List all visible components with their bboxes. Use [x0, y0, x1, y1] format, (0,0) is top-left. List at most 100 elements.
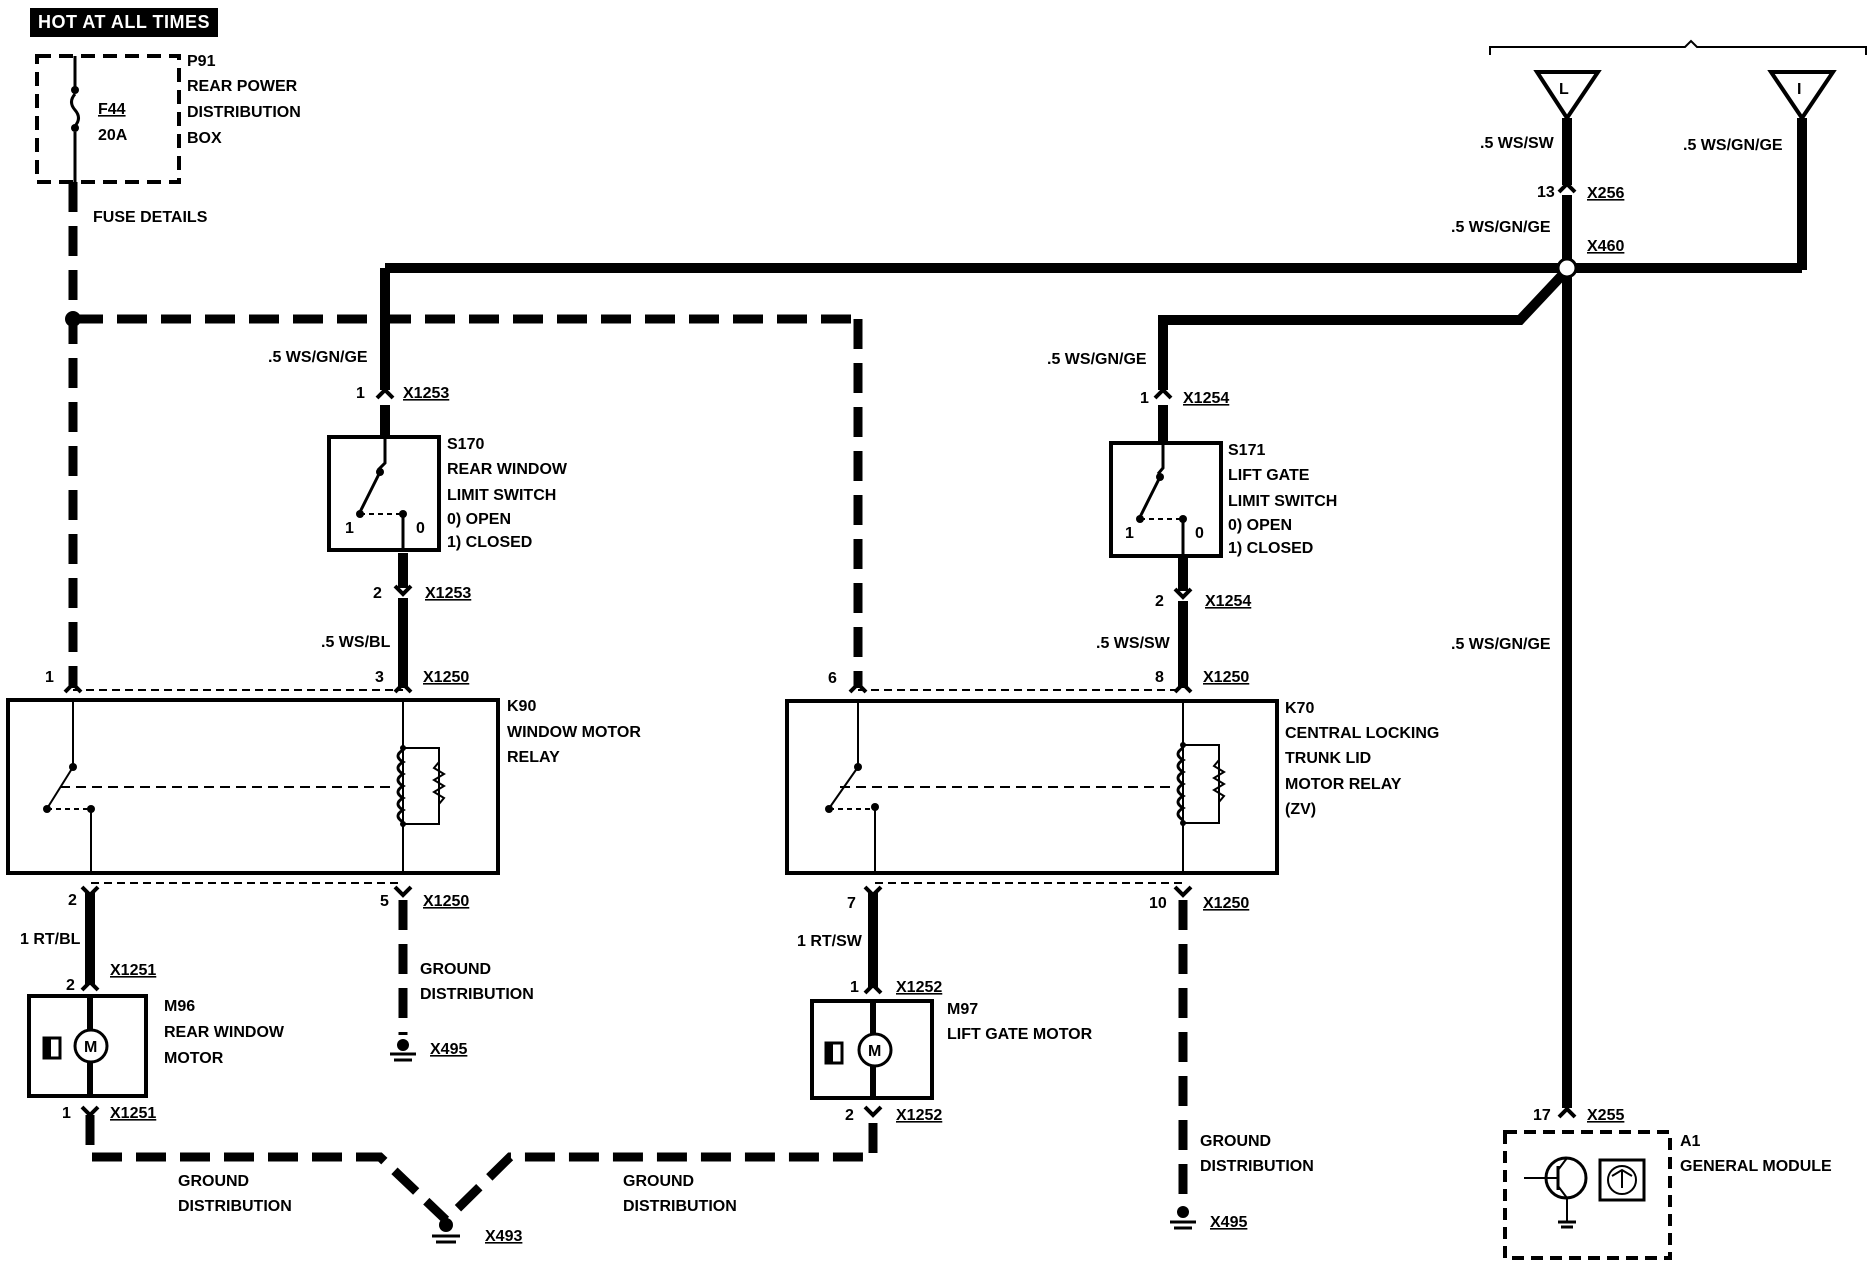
- s170-id: S170: [447, 436, 484, 453]
- general-module-a1: A1 GENERAL MODULE: [1503, 1130, 1832, 1260]
- connector-x1250-k70-top: X1250: [1203, 669, 1249, 686]
- pin-8-k70: 8: [1155, 669, 1164, 686]
- ground-dist-label-1a: GROUND: [420, 961, 491, 978]
- connector-x1250-k70-bottom: X1250: [1203, 895, 1249, 912]
- splice-x460: [1556, 257, 1578, 279]
- fuse-box-label-3: BOX: [187, 130, 222, 147]
- fuse-icon: [70, 93, 80, 127]
- wire-label-ws-bl: .5 WS/BL: [321, 634, 391, 651]
- wire-label-ws-sw: .5 WS/SW: [1096, 635, 1171, 652]
- pin-2-x1253: 2: [373, 585, 382, 602]
- terminal-i: I: [1767, 70, 1837, 122]
- connector-x495-right: X495: [1210, 1214, 1247, 1231]
- pin-13: 13: [1537, 184, 1555, 201]
- connector-x1252-bottom: X1252: [896, 1107, 942, 1124]
- ground-dist-label-2a: GROUND: [1200, 1133, 1271, 1150]
- m96-label-1: REAR WINDOW: [164, 1024, 285, 1041]
- fuse-box-id: P91: [187, 53, 216, 70]
- fused-power-wiring: [68, 182, 863, 688]
- rear-window-limit-switch-s170: 1 0 S170 REAR WINDOW LIMIT SWITCH 0) OPE…: [327, 435, 568, 552]
- ground-dist-label-4a: GROUND: [623, 1173, 694, 1190]
- lift-gate-limit-switch-s171: 1 0 S171 LIFT GATE LIMIT SWITCH 0) OPEN …: [1109, 441, 1337, 558]
- fuse-id: F44: [98, 101, 126, 118]
- s171-label-1: LIFT GATE: [1228, 467, 1310, 484]
- lift-gate-motor-m97: M M97 LIFT GATE MOTOR: [810, 999, 1093, 1100]
- s170-state-closed: 1) CLOSED: [447, 534, 532, 551]
- m96-id: M96: [164, 998, 195, 1015]
- pin-17: 17: [1533, 1107, 1551, 1124]
- relay-coil-icon: [1176, 746, 1186, 822]
- k70-label-2: TRUNK LID: [1285, 750, 1371, 767]
- connector-x1251-top: X1251: [110, 962, 156, 979]
- ground-dist-label-2b: DISTRIBUTION: [1200, 1158, 1314, 1175]
- switch-pin-0: 0: [416, 520, 425, 537]
- central-locking-relay-k70: K70 CENTRAL LOCKING TRUNK LID MOTOR RELA…: [785, 689, 1439, 884]
- connector-x1252-top: X1252: [896, 979, 942, 996]
- fuse-box-label-1: REAR POWER: [187, 78, 298, 95]
- pin-5-k90: 5: [380, 893, 389, 910]
- pin-2-x1254: 2: [1155, 593, 1164, 610]
- ground-icon-x495-left: [390, 1039, 416, 1062]
- terminal-i-label: I: [1797, 81, 1801, 98]
- connector-x1251-bottom: X1251: [110, 1105, 156, 1122]
- motor-symbol: M: [84, 1039, 97, 1056]
- pin-3-k90: 3: [375, 669, 384, 686]
- connector-x495-left: X495: [430, 1041, 467, 1058]
- fuse-box-p91: F44 20A P91 REAR POWER DISTRIBUTION BOX …: [35, 53, 301, 226]
- s170-label-2: LIMIT SWITCH: [447, 487, 556, 504]
- m97-label-1: LIFT GATE MOTOR: [947, 1026, 1093, 1043]
- wire-label-rt-bl: 1 RT/BL: [20, 931, 81, 948]
- pin-2-x1252: 2: [845, 1107, 854, 1124]
- rear-window-motor-m96: M M96 REAR WINDOW MOTOR: [27, 994, 285, 1098]
- ground-dist-label-1b: DISTRIBUTION: [420, 986, 534, 1003]
- fuse-box-label-2: DISTRIBUTION: [187, 104, 301, 121]
- pin-1-x1252: 1: [850, 979, 859, 996]
- k90-id: K90: [507, 698, 536, 715]
- module-icon: [1598, 1158, 1646, 1202]
- connector-x1254-top: X1254: [1183, 390, 1229, 407]
- terminal-l: L: [1533, 70, 1602, 122]
- a1-id: A1: [1680, 1133, 1701, 1150]
- connector-x1253-bottom: X1253: [425, 585, 471, 602]
- s170-label-1: REAR WINDOW: [447, 461, 568, 478]
- pin-7-k70: 7: [847, 895, 856, 912]
- k70-label-1: CENTRAL LOCKING: [1285, 725, 1439, 742]
- ground-dist-label-4b: DISTRIBUTION: [623, 1198, 737, 1215]
- ground-icon-x495-right: [1170, 1206, 1196, 1230]
- k90-label-1: WINDOW MOTOR: [507, 724, 641, 741]
- s171-label-2: LIMIT SWITCH: [1228, 493, 1337, 510]
- wire-label-ws-gn-ge-right: .5 WS/GN/GE: [1683, 137, 1783, 154]
- connector-x460: X460: [1587, 238, 1624, 255]
- switch-pin-1: 1: [1125, 525, 1134, 542]
- wire-label-ws-gn-ge-s171: .5 WS/GN/GE: [1047, 351, 1147, 368]
- a1-label-1: GENERAL MODULE: [1680, 1158, 1832, 1175]
- relay-coil-icon: [396, 748, 406, 824]
- pin-10-k70: 10: [1149, 895, 1167, 912]
- k70-id: K70: [1285, 700, 1314, 717]
- pin-1-k90: 1: [45, 669, 54, 686]
- fuse-rating: 20A: [98, 127, 128, 144]
- k70-label-3: MOTOR RELAY: [1285, 776, 1402, 793]
- connector-x255: X255: [1587, 1107, 1624, 1124]
- m96-label-2: MOTOR: [164, 1050, 224, 1067]
- connector-x1254-bottom: X1254: [1205, 593, 1251, 610]
- s171-state-closed: 1) CLOSED: [1228, 540, 1313, 557]
- fuse-details-label: FUSE DETAILS: [93, 209, 208, 226]
- ground-wiring: [85, 900, 1188, 1227]
- ground-dist-label-3a: GROUND: [178, 1173, 249, 1190]
- connector-x1253-top: X1253: [403, 385, 449, 402]
- pin-6-k70: 6: [828, 670, 837, 687]
- connector-x256: X256: [1587, 185, 1624, 202]
- m97-id: M97: [947, 1001, 978, 1018]
- connector-x1250-k90-bottom: X1250: [423, 893, 469, 910]
- k90-label-2: RELAY: [507, 749, 560, 766]
- wire-label-rt-sw: 1 RT/SW: [797, 933, 863, 950]
- ground-dist-label-3b: DISTRIBUTION: [178, 1198, 292, 1215]
- connector-x1250-k90-top: X1250: [423, 669, 469, 686]
- wire-label-ws-gn-ge-junction: .5 WS/GN/GE: [1451, 219, 1551, 236]
- k70-label-4: (ZV): [1285, 801, 1316, 818]
- switch-pin-1: 1: [345, 520, 354, 537]
- connector-x493: X493: [485, 1228, 522, 1245]
- pin-2-k90: 2: [68, 892, 77, 909]
